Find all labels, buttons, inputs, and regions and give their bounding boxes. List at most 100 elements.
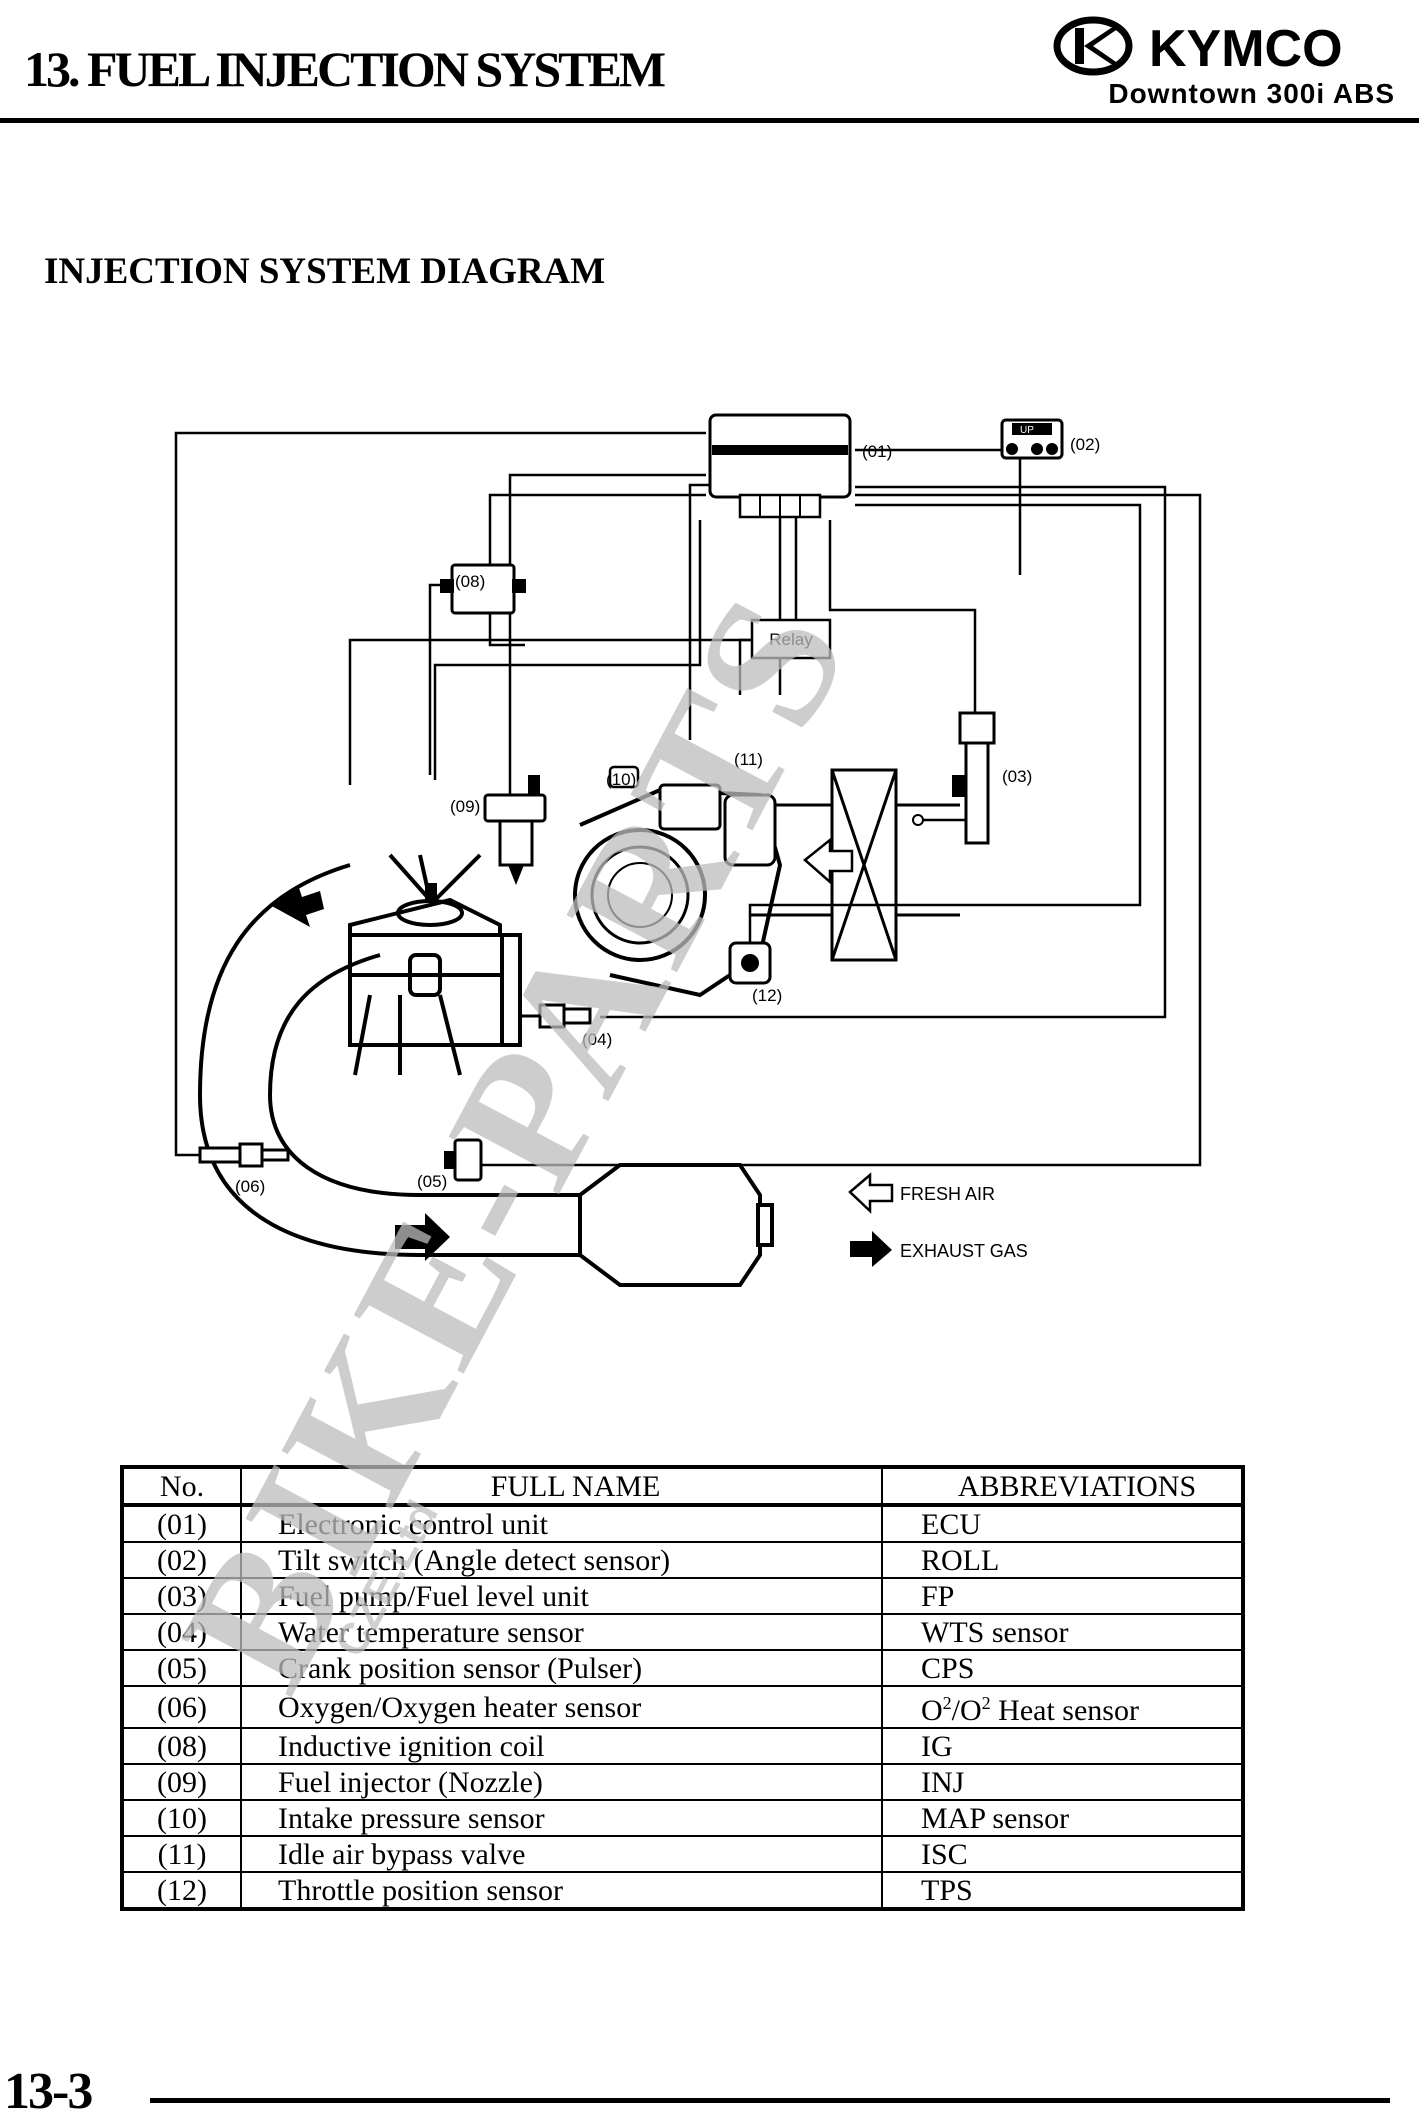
row-no: (06) (121, 1685, 242, 1729)
label-05: (05) (417, 1172, 447, 1191)
row-name: Electronic control unit (240, 1504, 883, 1543)
table-row: (11) Idle air bypass valve ISC (121, 1835, 1244, 1873)
wire-tilt (855, 448, 1022, 575)
row-name: Fuel pump/Fuel level unit (240, 1577, 883, 1615)
header-no: No. (121, 1466, 242, 1507)
row-no: (11) (121, 1835, 242, 1873)
abbr-mid: /O (951, 1694, 982, 1727)
row-abbr: O2/O2 Heat sensor (881, 1685, 1244, 1729)
row-abbr: IG (881, 1727, 1244, 1765)
wire-water-temp (600, 485, 1167, 1019)
footer-rule (150, 2098, 1390, 2103)
row-name: Idle air bypass valve (240, 1835, 883, 1873)
label-01: (01) (862, 442, 892, 461)
row-name: Water temperature sensor (240, 1613, 883, 1651)
tilt-up-label: UP (1020, 425, 1034, 436)
wire-injector-2 (433, 520, 702, 780)
legend-exhaust-gas-icon (850, 1231, 892, 1267)
legend-fresh-air-icon (848, 1172, 894, 1214)
crank-sensor (444, 1138, 483, 1182)
label-12: (12) (752, 986, 782, 1005)
abbr-sup-2: 2 (981, 1693, 991, 1713)
table-row: (08) Inductive ignition coil IG (121, 1727, 1244, 1765)
legend-fresh-air: FRESH AIR (900, 1184, 995, 1204)
wire-fuelpump (828, 520, 977, 715)
row-abbr: ECU (881, 1504, 1244, 1543)
wire-coil (428, 583, 450, 775)
chapter-title: 13. FUEL INJECTION SYSTEM (24, 41, 666, 97)
row-no: (12) (121, 1871, 242, 1910)
air-filter (750, 768, 960, 962)
table-row: (10) Intake pressure sensor MAP sensor (121, 1799, 1244, 1837)
table-row: (09) Fuel injector (Nozzle) INJ (121, 1763, 1244, 1801)
fuel-injector (483, 775, 547, 885)
header-full-name: FULL NAME (240, 1466, 883, 1507)
fuel-pump (912, 711, 996, 845)
table-row: (12) Throttle position sensor TPS (121, 1871, 1244, 1910)
row-no: (09) (121, 1763, 242, 1801)
label-03: (03) (1002, 767, 1032, 786)
row-no: (04) (121, 1613, 242, 1651)
row-name: Throttle position sensor (240, 1871, 883, 1910)
kymco-logo: KYMCO (1053, 16, 1343, 78)
table-header-row: No. FULL NAME ABBREVIATIONS (121, 1466, 1244, 1507)
tilt-switch: UP (1000, 418, 1064, 460)
water-temp-sensor (520, 1003, 592, 1029)
wire-throttle (748, 503, 1142, 955)
wire-map (688, 483, 780, 740)
row-no: (02) (121, 1541, 242, 1579)
model-name: Downtown 300i ABS (1108, 78, 1395, 109)
table-row: (03) Fuel pump/Fuel level unit FP (121, 1577, 1244, 1615)
row-no: (05) (121, 1649, 242, 1687)
label-08: (08) (455, 572, 485, 591)
label-02: (02) (1070, 435, 1100, 454)
label-04: (04) (582, 1030, 612, 1049)
row-name: Tilt switch (Angle detect sensor) (240, 1541, 883, 1579)
row-abbr: ISC (881, 1835, 1244, 1873)
throttle-body (573, 765, 783, 998)
row-abbr: TPS (881, 1871, 1244, 1910)
row-abbr: WTS sensor (881, 1613, 1244, 1651)
exhaust-arrow-lower-icon (395, 1213, 450, 1261)
section-title: INJECTION SYSTEM DIAGRAM (44, 251, 606, 292)
parts-table: No. FULL NAME ABBREVIATIONS (01) Electro… (120, 1465, 1245, 1911)
wire-coil-ecu (488, 493, 706, 647)
wire-ignition-ecu (508, 473, 706, 865)
relay-label: Relay (769, 630, 813, 649)
row-name: Fuel injector (Nozzle) (240, 1763, 883, 1801)
abbr-o: O (921, 1694, 943, 1727)
table-row: (01) Electronic control unit ECU (121, 1504, 1244, 1543)
label-10: (10) (606, 770, 636, 789)
table-row: (06) Oxygen/Oxygen heater sensor O2/O2 H… (121, 1685, 1244, 1729)
table-row: (04) Water temperature sensor WTS sensor (121, 1613, 1244, 1651)
label-06: (06) (235, 1177, 265, 1196)
ecu-unit (708, 413, 852, 519)
row-abbr: INJ (881, 1763, 1244, 1801)
row-abbr: ROLL (881, 1541, 1244, 1579)
label-11: (11) (734, 750, 763, 769)
row-abbr: CPS (881, 1649, 1244, 1687)
table-row: (05) Crank position sensor (Pulser) CPS (121, 1649, 1244, 1687)
fresh-air-arrow-icon (803, 837, 854, 885)
kymco-logo-text: KYMCO (1149, 20, 1343, 78)
exhaust-arrow-upper-icon (270, 885, 324, 927)
injection-system-diagram: UP Relay (174, 413, 1202, 1287)
ignition-coil (440, 563, 526, 615)
row-no: (10) (121, 1799, 242, 1837)
header-rule (0, 118, 1419, 123)
row-no: (01) (121, 1504, 242, 1543)
kymco-emblem-icon (1053, 16, 1133, 76)
relay: Relay (750, 618, 832, 660)
abbr-tail: Heat sensor (990, 1694, 1139, 1727)
row-abbr: MAP sensor (881, 1799, 1244, 1837)
wire-injector-1 (348, 638, 750, 785)
row-no: (03) (121, 1577, 242, 1615)
row-name: Intake pressure sensor (240, 1799, 883, 1837)
row-name: Oxygen/Oxygen heater sensor (240, 1685, 883, 1729)
wire-crank (470, 493, 1202, 1167)
row-name: Inductive ignition coil (240, 1727, 883, 1765)
row-no: (08) (121, 1727, 242, 1765)
row-name: Crank position sensor (Pulser) (240, 1649, 883, 1687)
muffler (578, 1163, 774, 1287)
row-abbr: FP (881, 1577, 1244, 1615)
